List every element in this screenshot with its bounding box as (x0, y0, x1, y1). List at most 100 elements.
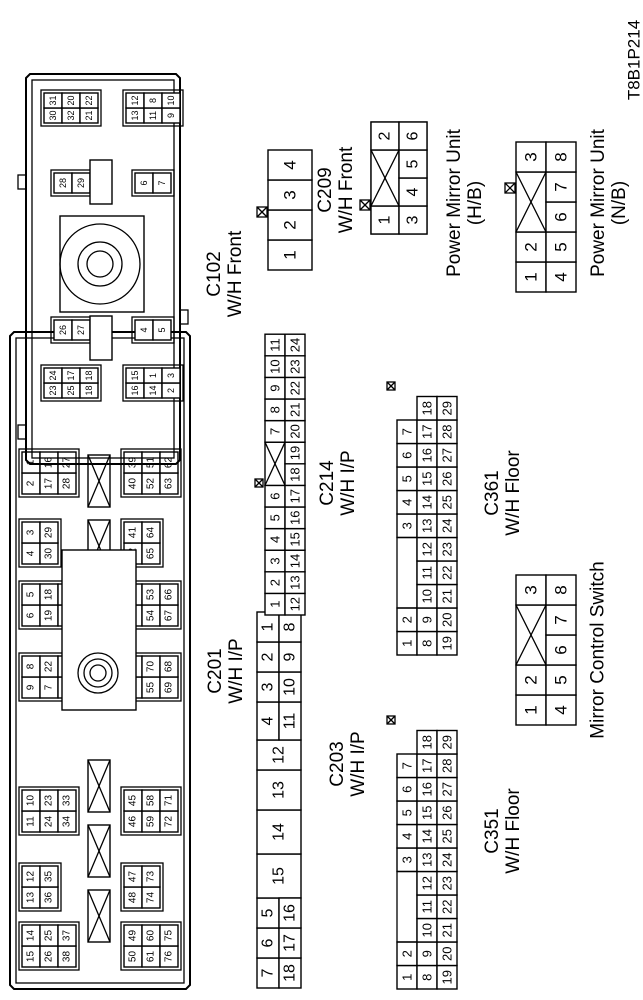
connector-c203-caption: C203 (327, 741, 348, 786)
lock-tab-icon (256, 206, 268, 218)
pin-number: 7 (552, 615, 571, 624)
pin-number: 34 (62, 816, 73, 828)
pin-cell (370, 205, 400, 235)
pin-number: 3 (522, 152, 541, 161)
pin-block (18, 921, 80, 971)
connector-c201-caption: W/H I/P (226, 638, 247, 703)
pin-block (131, 169, 175, 197)
pin-number: 12 (420, 876, 435, 890)
pin-number: 9 (166, 113, 176, 118)
pin-number: 15 (420, 806, 435, 820)
pin-cell (284, 333, 306, 357)
pin-number: 27 (440, 782, 455, 796)
pin-cell (436, 729, 458, 755)
pin-number: 1 (522, 705, 541, 714)
pin-block (120, 786, 182, 836)
pin-cell (398, 205, 428, 235)
pin-number: 46 (128, 816, 139, 828)
pin-number: 58 (146, 795, 157, 807)
cross-line (515, 171, 547, 233)
pin-number: 29 (440, 735, 455, 749)
pin-number: 3 (522, 585, 541, 594)
pin-number: 21 (440, 923, 455, 937)
pin-number: 2 (260, 652, 277, 661)
pin-cell (515, 141, 547, 173)
pin-cell (267, 239, 313, 271)
pin-number: 23 (440, 876, 455, 890)
pin-number: 9 (420, 616, 435, 623)
pin-cell (39, 521, 59, 544)
pin-number: 14 (26, 930, 37, 942)
pin-number: 2 (400, 950, 415, 957)
pin-number: 1 (377, 215, 394, 224)
pin-number: 17 (44, 478, 55, 490)
lock-tab-icon (254, 478, 264, 488)
pin-number: 4 (400, 833, 415, 840)
pin-number: 15 (420, 472, 435, 486)
side-tab (179, 309, 189, 325)
figure-code: T8B1P214 (625, 20, 643, 100)
pin-number: 21 (288, 403, 303, 417)
pin-number: 3 (166, 373, 176, 378)
pin-number: 10 (268, 359, 283, 373)
pin-number: 5 (552, 242, 571, 251)
cross-line (264, 441, 286, 486)
pin-block (120, 921, 182, 971)
bolt-icon (86, 250, 114, 278)
pin-number: 4 (400, 499, 415, 506)
pin-cell (57, 789, 77, 812)
pin-number: 29 (76, 178, 86, 188)
connector-inner-frame (31, 79, 175, 459)
pin-number: 9 (268, 385, 283, 392)
pin-number: 3 (281, 190, 300, 199)
connector-c361-caption: W/H Floor (503, 450, 524, 536)
pin-cell (256, 853, 302, 899)
pin-cell (141, 521, 161, 544)
pin-number: 6 (139, 180, 149, 185)
pin-cell (256, 769, 302, 811)
bolt-icon (83, 658, 113, 688)
pin-number: 10 (282, 678, 299, 696)
pin-number: 60 (146, 930, 157, 942)
connector-c203-caption: W/H I/P (348, 731, 369, 796)
pin-number: 1 (26, 459, 37, 465)
lock-tab-icon (359, 199, 371, 211)
pin-block (40, 89, 102, 127)
pin-number: 5 (268, 514, 283, 521)
pin-number: 16 (282, 904, 299, 922)
pin-cell (398, 121, 428, 151)
pin-number: 12 (26, 871, 37, 883)
pin-number: 8 (26, 663, 37, 669)
pin-number: 2 (522, 675, 541, 684)
pin-number: 52 (146, 478, 157, 490)
pin-block (18, 518, 62, 568)
side-tab (17, 174, 27, 190)
pin-number: 27 (62, 457, 73, 469)
pin-number: 22 (44, 661, 55, 673)
pin-number: 5 (552, 675, 571, 684)
pin-number: 2 (268, 579, 283, 586)
connector-c201-caption: C201 (205, 648, 226, 693)
pin-cell (545, 664, 577, 696)
pin-number: 14 (420, 495, 435, 509)
lock-tab-icon (504, 182, 516, 194)
pin-number: 13 (271, 781, 288, 799)
pin-number: 49 (128, 930, 139, 942)
pin-number: 8 (420, 974, 435, 981)
pin-number: 2 (26, 480, 37, 486)
pin-number: 6 (552, 212, 571, 221)
pin-cell (152, 172, 172, 194)
pin-number: 74 (146, 892, 157, 904)
pin-number: 25 (440, 495, 455, 509)
pin-number: 10 (166, 95, 176, 105)
pin-number: 68 (164, 661, 175, 673)
pin-cell (159, 655, 179, 678)
pin-number: 75 (164, 930, 175, 942)
pin-number: 9 (26, 684, 37, 690)
pin-number: 24 (44, 816, 55, 828)
pin-number: 4 (268, 536, 283, 543)
pin-number: 26 (440, 806, 455, 820)
pin-number: 2 (522, 242, 541, 251)
pin-number: 6 (405, 131, 422, 140)
